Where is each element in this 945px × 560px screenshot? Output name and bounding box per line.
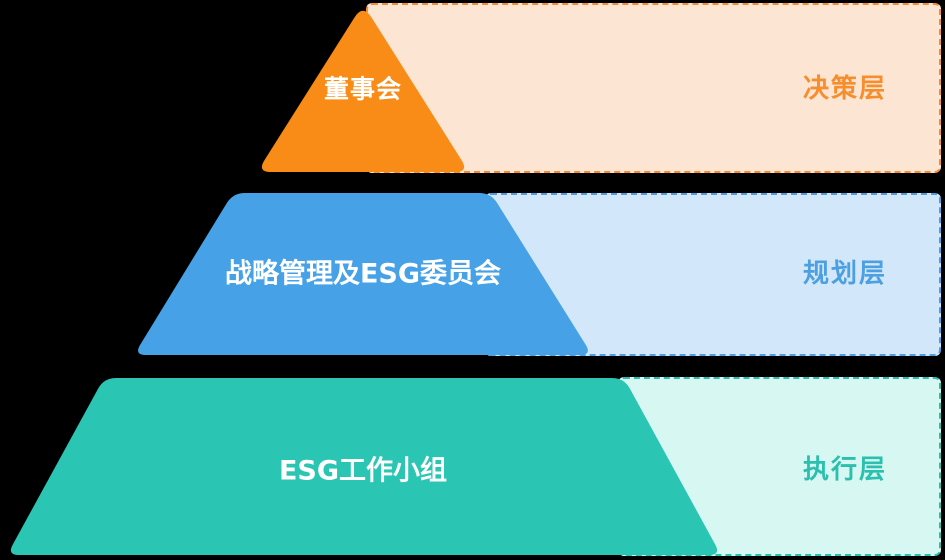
planning-band-label: 规划层: [802, 259, 888, 289]
decision-band-label: 决策层: [802, 74, 888, 104]
decision-shape-label: 董事会: [323, 74, 403, 104]
execution-band: [618, 377, 941, 556]
execution-band-label: 执行层: [802, 455, 888, 485]
planning-shape-label: 战略管理及ESG委员会: [224, 258, 502, 290]
execution-shape-label: ESG工作小组: [278, 455, 448, 487]
